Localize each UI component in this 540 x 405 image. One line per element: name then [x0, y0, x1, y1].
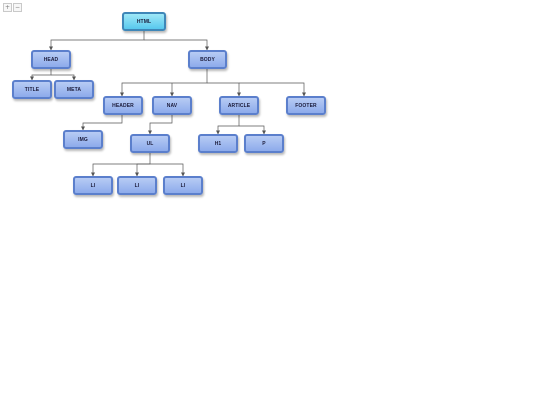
node-h1[interactable]: H1	[198, 134, 238, 153]
node-article[interactable]: ARTICLE	[219, 96, 259, 115]
connector-header-img	[81, 114, 123, 131]
node-li-3[interactable]: LI	[163, 176, 203, 195]
node-ul[interactable]: UL	[130, 134, 170, 153]
zoom-in-button[interactable]: +	[3, 3, 12, 12]
connector-body-header	[120, 68, 208, 97]
node-meta[interactable]: META	[54, 80, 94, 99]
node-footer[interactable]: FOOTER	[286, 96, 326, 115]
node-li-1[interactable]: LI	[73, 176, 113, 195]
connector-ul-li2	[135, 163, 150, 177]
node-html[interactable]: HTML	[122, 12, 166, 31]
connector-article-h1	[216, 114, 240, 135]
connector-ul-li3	[150, 163, 185, 177]
zoom-out-button[interactable]: −	[13, 3, 22, 12]
node-nav[interactable]: NAV	[152, 96, 192, 115]
node-img[interactable]: IMG	[63, 130, 103, 149]
node-title[interactable]: TITLE	[12, 80, 52, 99]
connector-body-article	[207, 82, 241, 97]
node-p[interactable]: P	[244, 134, 284, 153]
connector-html-head	[49, 30, 145, 51]
node-body[interactable]: BODY	[188, 50, 227, 69]
connector-article-p	[239, 125, 266, 135]
zoom-toolbar: + −	[3, 3, 23, 12]
connector-head-title	[30, 68, 52, 81]
connector-body-footer	[239, 82, 306, 97]
connector-html-body	[144, 39, 209, 51]
connector-ul-li1	[91, 152, 151, 177]
connector-nav-ul	[148, 114, 173, 135]
node-li-2[interactable]: LI	[117, 176, 157, 195]
connector-head-meta	[51, 74, 76, 81]
node-header[interactable]: HEADER	[103, 96, 143, 115]
node-head[interactable]: HEAD	[31, 50, 71, 69]
